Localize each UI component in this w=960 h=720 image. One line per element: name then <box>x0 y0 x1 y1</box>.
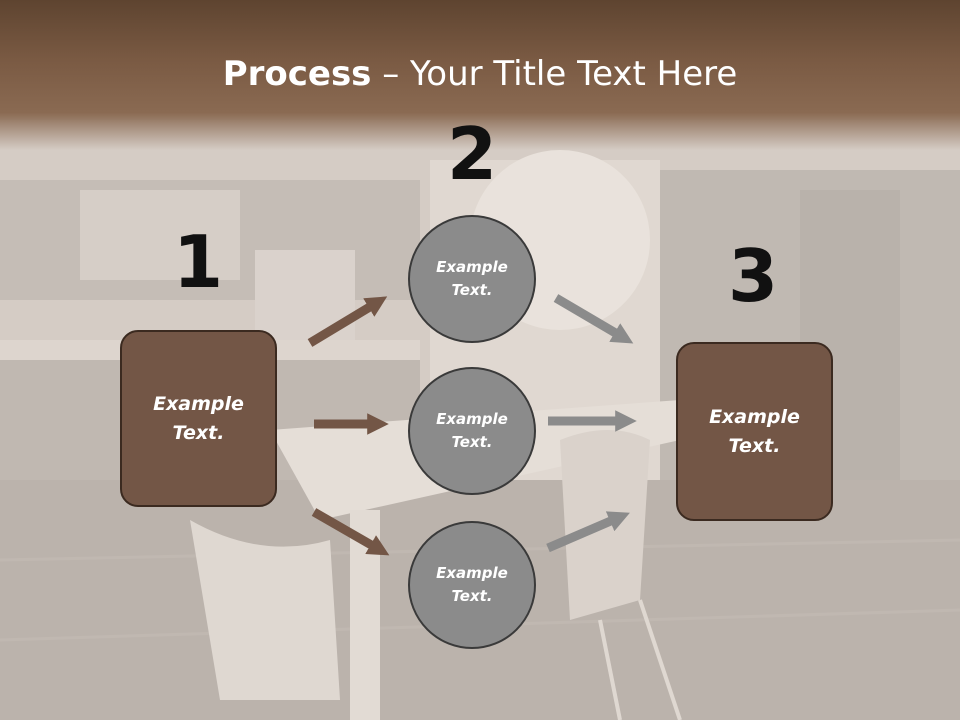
title-band <box>0 0 960 150</box>
step-number-1: 1 <box>172 220 224 304</box>
step-1-box: Example Text. <box>120 330 277 507</box>
title-rest: – Your Title Text Here <box>371 54 738 94</box>
slide-title: Process – Your Title Text Here <box>0 52 960 96</box>
step-2-circle-middle-text: Example Text. <box>436 410 508 451</box>
step-2-circle-bottom: Example Text. <box>408 521 536 649</box>
step-3-box: Example Text. <box>676 342 833 521</box>
arrow-circle-bottom-to-box3 <box>546 511 630 553</box>
step-3-text: Example Text. <box>709 405 800 457</box>
step-2-circle-bottom-text: Example Text. <box>436 564 508 605</box>
arrow-circle-top-to-box3 <box>553 294 634 344</box>
arrow-box1-to-circle-top <box>307 296 388 347</box>
arrow-box1-to-circle-bottom <box>311 508 390 556</box>
step-2-circle-top-text: Example Text. <box>436 258 508 299</box>
step-number-3: 3 <box>727 234 779 318</box>
step-number-2: 2 <box>446 112 498 196</box>
step-2-circle-middle: Example Text. <box>408 367 536 495</box>
step-2-circle-top: Example Text. <box>408 215 536 343</box>
title-bold: Process <box>222 54 372 94</box>
step-1-text: Example Text. <box>153 392 244 444</box>
